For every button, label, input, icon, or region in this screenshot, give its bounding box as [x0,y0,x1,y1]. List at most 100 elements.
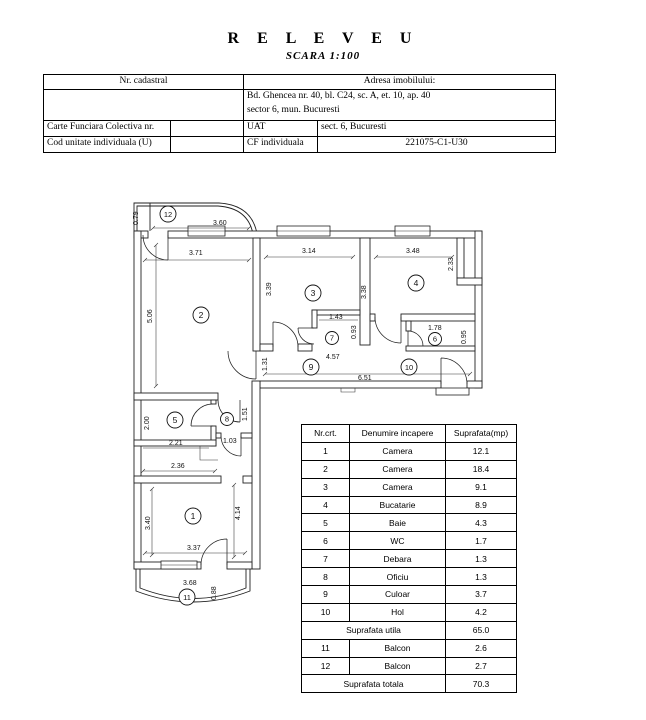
nr-cadastral-value [43,89,244,121]
dim-room4-r: 2.33 [448,257,455,271]
col-header-nr: Nr.crt. [301,424,350,443]
dim-wall34: 3.38 [361,285,368,299]
dim-balcony12-w: 3.60 [213,220,227,227]
room-number-5: 5 [166,411,184,429]
room-number-6: 6 [428,332,442,346]
door-arcs [142,234,468,566]
svg-text:11: 11 [183,593,191,602]
uat-value: sect. 6, Bucuresti [317,120,556,137]
balcony-12-outline [133,202,258,235]
dim-room2-w: 3.71 [189,250,203,257]
suprafata-utila-row: Suprafata utila 65.0 [301,620,517,640]
door-room8 [220,435,242,457]
suprafata-totala-value: 70.3 [445,674,517,694]
room-numbers: 12 2 3 4 7 6 9 10 5 8 1 11 [159,205,442,606]
svg-text:9: 9 [309,362,314,372]
dim-room5-h: 2.00 [144,416,151,430]
svg-text:12: 12 [164,210,172,219]
svg-text:10: 10 [405,363,413,372]
svg-text:8: 8 [225,415,229,424]
dim-room1-l: 3.40 [145,516,152,530]
suprafata-totala-row: Suprafata totala 70.3 [301,674,517,694]
door-room6 [407,330,424,347]
svg-text:6: 6 [433,335,437,344]
dim-room4-w: 3.48 [406,248,420,255]
cf-individuala-value: 221075-C1-U30 [317,136,556,153]
dim-room8-h: 1.51 [242,407,249,421]
door-room7 [297,327,315,345]
door-room4 [374,316,402,344]
rooms-area-table: Nr.crt. Denumire incapere Suprafata(mp) … [301,424,517,694]
svg-text:5: 5 [173,415,178,425]
room-number-3: 3 [304,284,322,302]
dim-room1-r: 4.14 [235,506,242,520]
dim-balcony11-h: 0.88 [211,586,218,600]
table-header-row: Nr.crt. Denumire incapere Suprafata(mp) [301,424,517,443]
dim-vestibule: 4.57 [326,354,340,361]
dim-room1-t: 2.36 [171,463,185,470]
steps [141,387,470,461]
svg-text:2: 2 [199,310,204,320]
col-header-name: Denumire incapere [349,424,446,443]
door-room2-corridor [227,350,257,380]
suprafata-utila-label: Suprafata utila [301,620,446,640]
cod-unitate-value [170,136,244,153]
dim-room6-w: 1.78 [428,325,442,332]
dim-room6-h: 0.95 [461,330,468,344]
dimension-lines [140,225,473,560]
walls [133,230,483,570]
dim-room2-h: 5.06 [147,309,154,323]
door-balcony12 [142,234,169,261]
dim-room3-w: 3.14 [302,248,316,255]
col-header-area: Suprafata(mp) [445,424,517,443]
room-number-11: 11 [178,588,196,606]
room-number-12: 12 [159,205,177,223]
dim-corridor-h: 1.31 [262,357,269,371]
carte-funciara-label: Carte Funciara Colectiva nr. [43,120,171,137]
room-number-1: 1 [184,507,202,525]
adresa-line2: sector 6, mun. Bucuresti [247,104,340,115]
nr-cadastral-label: Nr. cadastral [43,74,244,90]
suprafata-utila-value: 65.0 [445,620,517,640]
room-number-9: 9 [302,358,320,376]
document-title: R E L E V E U [227,30,419,47]
dim-balcony12-h: 0.79 [133,211,140,225]
svg-text:4: 4 [414,278,419,288]
floor-plan: 0.79 3.60 3.71 5.06 3.14 3.39 3.38 3.48 … [133,202,483,606]
room-number-7: 7 [325,331,339,345]
adresa-label: Adresa imobilului: [243,74,556,90]
suprafata-totala-label: Suprafata totala [301,674,446,694]
cf-individuala-label: CF individuala [243,136,318,153]
cod-unitate-label: Cod unitate individuala (U) [43,136,171,153]
dim-room7-h: 0.93 [351,325,358,339]
dim-room1-b: 3.37 [187,545,201,552]
svg-text:1: 1 [191,511,196,521]
room-number-2: 2 [192,306,210,324]
adresa-value: Bd. Ghencea nr. 40, bl. C24, sc. A, et. … [243,89,556,121]
windows [160,225,431,570]
dimension-labels: 0.79 3.60 3.71 5.06 3.14 3.39 3.38 3.48 … [133,211,468,600]
room-number-4: 4 [407,274,425,292]
dim-room8-w: 1.03 [223,438,237,445]
svg-text:7: 7 [330,334,334,343]
uat-label: UAT [243,120,318,137]
adresa-line1: Bd. Ghencea nr. 40, bl. C24, sc. A, et. … [247,91,431,101]
cadastral-header-table: Nr. cadastral Adresa imobilului: Bd. Ghe… [43,74,556,153]
dim-room3-h: 3.39 [266,282,273,296]
carte-funciara-value [170,120,244,137]
document-scale: SCARA 1:100 [285,50,361,62]
dim-corridor-w: 6.51 [358,375,372,382]
svg-text:3: 3 [311,288,316,298]
